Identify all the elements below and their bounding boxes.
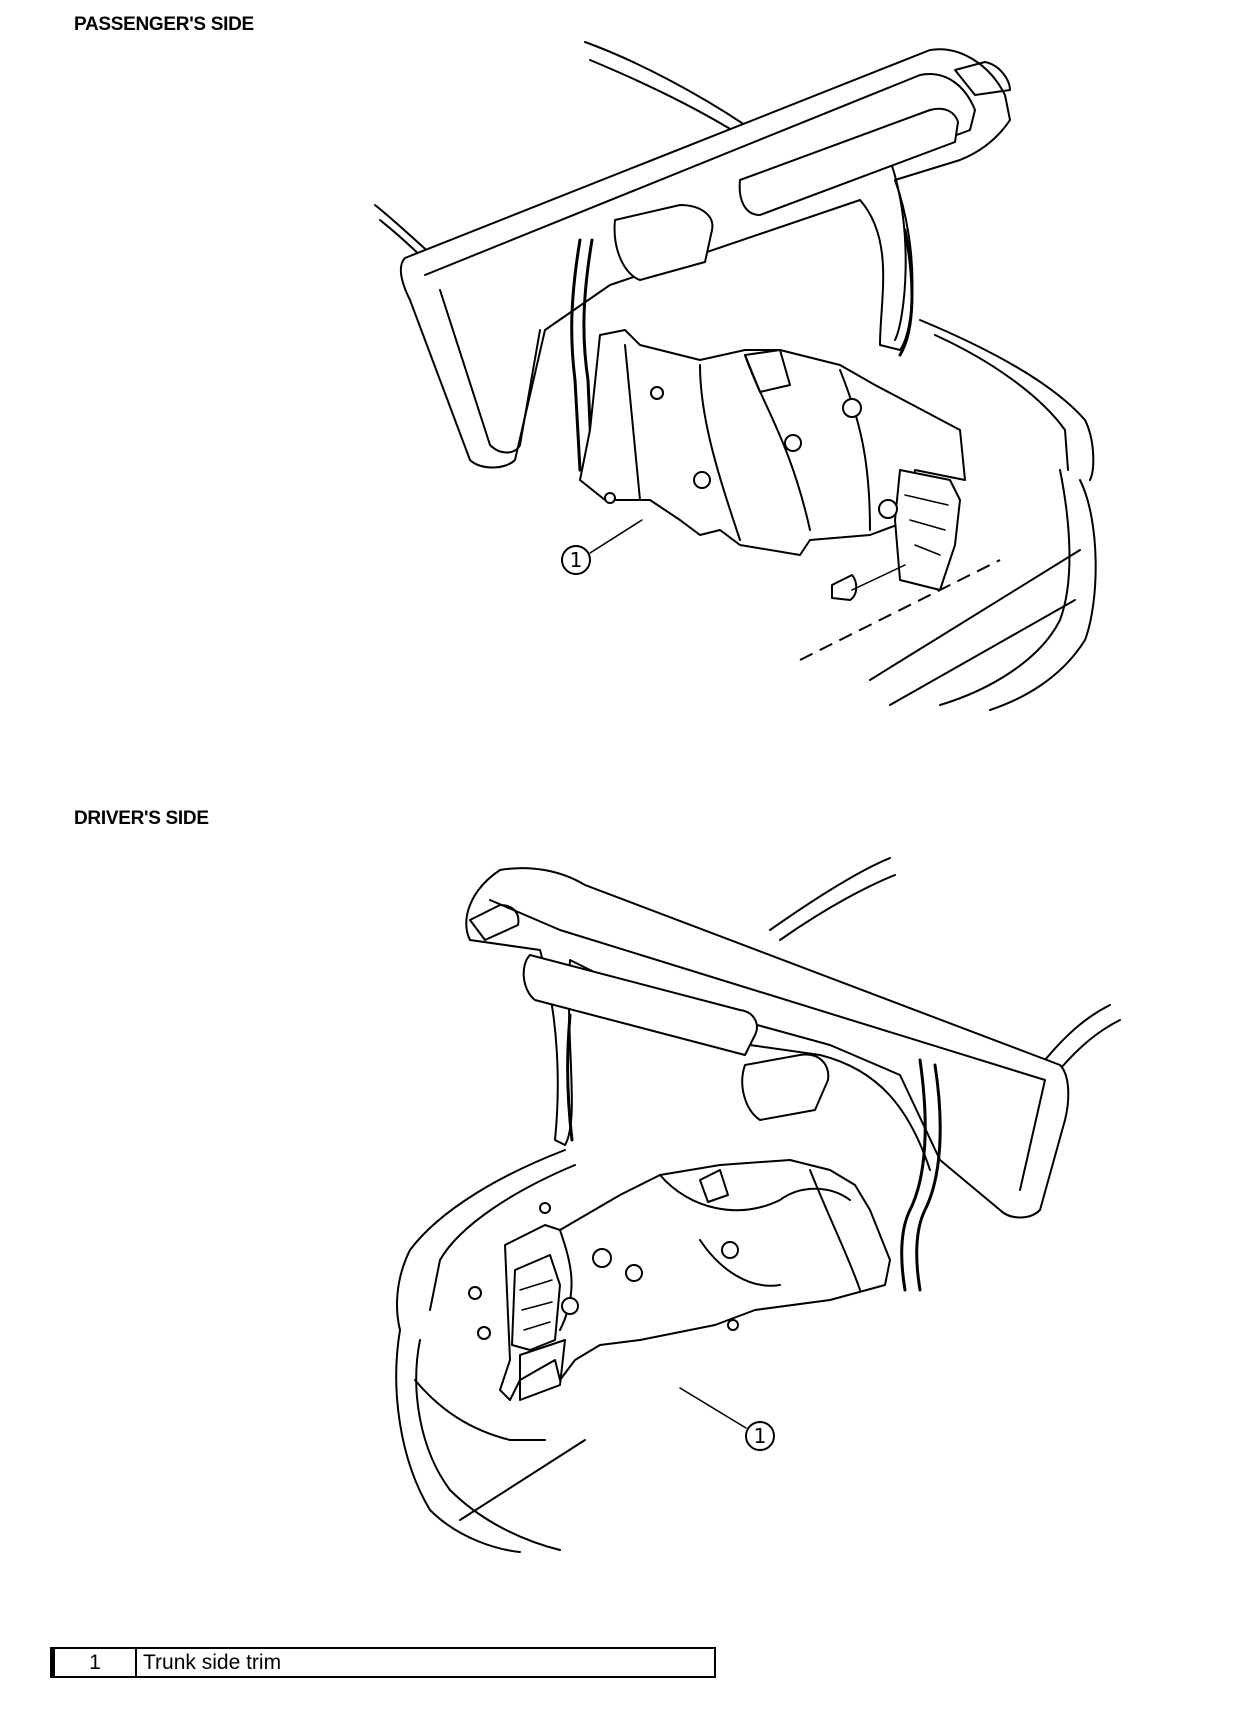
rear-quarter-panel: [396, 1149, 566, 1331]
legend-item-description: Trunk side trim: [135, 1647, 716, 1678]
bumper-inner-line: [939, 469, 1071, 706]
passenger-side-heading: PASSENGER'S SIDE: [74, 14, 254, 35]
rear-quarter-inner: [934, 334, 1069, 471]
trim-tab: [744, 349, 791, 393]
trunk-lid-left-edge: [439, 289, 541, 454]
roof-line-inner: [779, 874, 896, 941]
driver-side-heading: DRIVER'S SIDE: [74, 808, 209, 829]
bracket-detail: [519, 1279, 553, 1331]
trunk-sill-line-lower: [459, 1439, 586, 1521]
lid-corner-recess: [469, 904, 520, 941]
lid-corner-recess: [954, 61, 1011, 96]
callout-1: 1: [679, 1387, 775, 1451]
clip-icon: [468, 1202, 739, 1340]
trunk-sill-line: [869, 549, 1081, 681]
c-pillar-line: [1044, 1004, 1111, 1061]
trunk-side-trim: [499, 1159, 891, 1401]
callout-1-number: 1: [570, 548, 583, 572]
trunk-edge-dashed: [799, 559, 1001, 661]
clip-icon: [604, 386, 898, 519]
lid-handle-recess: [741, 1053, 830, 1121]
lid-handle-recess: [613, 204, 714, 281]
hinge-arm-left: [570, 238, 582, 472]
trim-crease-1: [559, 1229, 573, 1331]
bumper-inner-line: [415, 1339, 561, 1551]
trim-bracket: [894, 469, 961, 591]
roof-line-inner: [589, 59, 741, 136]
driver-side-trunk-illustration: 1: [395, 857, 1121, 1553]
stop-lamp-recess: [738, 107, 959, 216]
bracket-detail: [904, 494, 949, 556]
hinge-arm-right: [900, 1058, 927, 1292]
trim-crease-4: [809, 1169, 861, 1291]
callout-1-number: 1: [754, 1424, 767, 1448]
roof-line: [769, 857, 891, 931]
stop-lamp-recess: [522, 954, 758, 1056]
trim-crease-3: [699, 1239, 781, 1287]
trim-crease-4: [839, 369, 871, 531]
hinge-arm-right: [898, 228, 914, 357]
trim-crease-2: [699, 364, 741, 541]
trunk-sill-line: [414, 1379, 546, 1441]
c-pillar-line-inner: [1054, 1019, 1121, 1076]
rear-quarter-inner: [429, 1164, 576, 1311]
trunk-sill-line-lower: [889, 599, 1076, 706]
roof-line: [584, 41, 746, 126]
hinge-arm-left-inner: [582, 238, 594, 472]
loose-clip-icon: [831, 564, 906, 601]
hinge-arm-left: [566, 1013, 574, 1142]
legend-row: 1 Trunk side trim: [50, 1647, 716, 1678]
trim-crease-1: [624, 344, 641, 501]
bumper-outline: [395, 1329, 521, 1553]
callout-1: 1: [561, 519, 643, 575]
trim-bracket: [511, 1254, 561, 1351]
lower-bracket: [519, 1339, 566, 1401]
trim-tab: [699, 1169, 729, 1203]
passenger-side-trunk-illustration: 1: [374, 41, 1097, 711]
hinge-arm-right-inner: [915, 1063, 942, 1292]
rear-quarter-panel: [919, 319, 1095, 481]
trunk-lid-inner-edge: [489, 899, 1046, 1191]
bumper-outline: [989, 479, 1097, 711]
legend-item-number: 1: [50, 1647, 137, 1678]
trim-crease-2: [659, 1174, 851, 1212]
parts-legend-table: 1 Trunk side trim: [50, 1647, 716, 1678]
